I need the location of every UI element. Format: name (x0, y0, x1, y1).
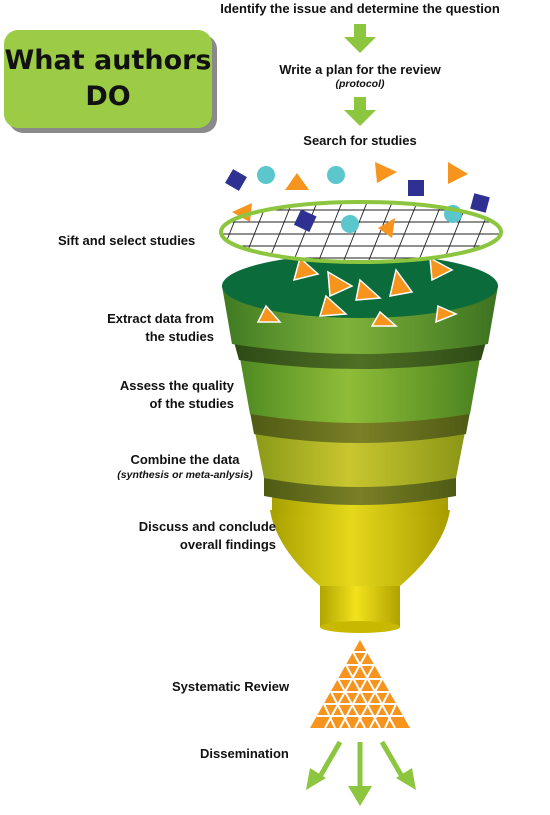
title-box: What authors DO (4, 30, 212, 128)
step-combine-sub: (synthesis or meta-anlysis) (117, 469, 253, 481)
step-extract-2: the studies (145, 329, 214, 344)
step-dissemination: Dissemination (200, 746, 289, 761)
step-search: Search for studies (303, 133, 417, 148)
sieve-mesh (219, 200, 503, 264)
step-discuss-2: overall findings (179, 537, 276, 552)
dissemination-arrows (306, 740, 416, 806)
arrow-down-icon (344, 24, 376, 53)
study-shapes (225, 162, 490, 213)
step-extract-1: Extract data from (107, 311, 214, 326)
step-plan: Write a plan for the review (279, 62, 441, 77)
arrow-down-icon (344, 97, 376, 126)
step-assess-2: of the studies (149, 396, 234, 411)
step-discuss-1: Discuss and conclude (138, 519, 276, 534)
review-pyramid (310, 640, 410, 729)
title-line-1: What authors (4, 45, 212, 76)
title-line-2: DO (85, 81, 131, 112)
step-plan-sub: (protocol) (335, 78, 385, 90)
step-identify: Identify the issue and determine the que… (220, 1, 500, 16)
step-assess-1: Assess the quality (119, 378, 234, 393)
step-combine: Combine the data (130, 452, 240, 467)
funnel-shapes (256, 256, 458, 327)
step-review: Systematic Review (172, 679, 290, 694)
step-sift: Sift and select studies (58, 233, 196, 248)
